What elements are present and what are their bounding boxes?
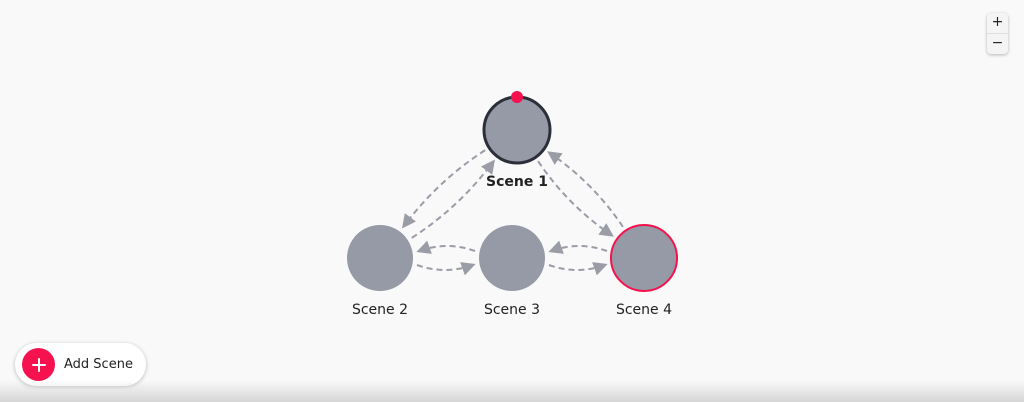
scene3-node[interactable]: Scene 3 xyxy=(479,225,545,318)
scene1-node[interactable]: Scene 1 xyxy=(482,91,552,190)
add-scene-label: Add Scene xyxy=(64,357,133,372)
transition-edges xyxy=(402,149,624,276)
scene4-circle[interactable] xyxy=(610,224,678,292)
scene-nodes: Scene 1 Scene 2 Scene 3 Scene 4 xyxy=(347,91,678,318)
bottom-shadow xyxy=(0,380,1024,402)
scene3-label: Scene 3 xyxy=(484,302,540,318)
scene1-circle[interactable] xyxy=(482,95,552,165)
zoom-controls: + − xyxy=(987,13,1008,54)
edge-scene4-to-scene3[interactable] xyxy=(548,240,608,254)
start-marker-icon xyxy=(511,91,523,103)
edge-scene3-to-scene4[interactable] xyxy=(548,262,608,276)
scene4-label: Scene 4 xyxy=(616,302,672,318)
plus-icon xyxy=(22,348,55,381)
scene3-circle[interactable] xyxy=(479,225,545,291)
scene4-node[interactable]: Scene 4 xyxy=(610,224,678,318)
edge-scene2-to-scene1[interactable] xyxy=(411,159,495,239)
scene2-label: Scene 2 xyxy=(352,302,408,318)
edge-scene1-to-scene2[interactable] xyxy=(402,149,486,229)
scene2-node[interactable]: Scene 2 xyxy=(347,225,413,318)
edge-scene2-to-scene3[interactable] xyxy=(416,262,476,276)
scene1-label: Scene 1 xyxy=(486,174,548,190)
edge-scene4-to-scene1[interactable] xyxy=(547,151,624,228)
edge-scene3-to-scene2[interactable] xyxy=(416,240,476,254)
scene2-circle[interactable] xyxy=(347,225,413,291)
add-scene-button[interactable]: Add Scene xyxy=(15,343,146,386)
zoom-out-button[interactable]: − xyxy=(987,33,1008,54)
edge-scene1-to-scene4[interactable] xyxy=(537,160,614,237)
zoom-in-button[interactable]: + xyxy=(991,14,1004,30)
